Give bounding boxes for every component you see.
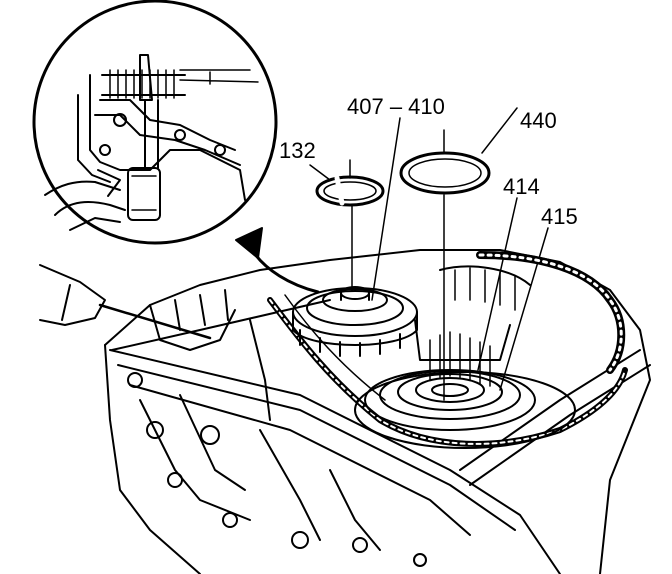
callout-440: 440 [520, 108, 557, 133]
sprocket-assembly [292, 286, 418, 357]
clutch-pack [354, 265, 576, 449]
callout-415: 415 [541, 204, 578, 229]
snap-ring-132 [315, 175, 385, 207]
drive-chain [267, 251, 628, 447]
callout-132: 132 [279, 138, 316, 163]
leader-lines [309, 107, 549, 401]
pointer-arrow [235, 227, 320, 294]
transmission-case [104, 249, 651, 574]
detail-inset [32, 0, 278, 245]
callout-414: 414 [503, 174, 540, 199]
callout-407-410: 407 – 410 [347, 94, 445, 119]
ring-440 [399, 151, 491, 195]
